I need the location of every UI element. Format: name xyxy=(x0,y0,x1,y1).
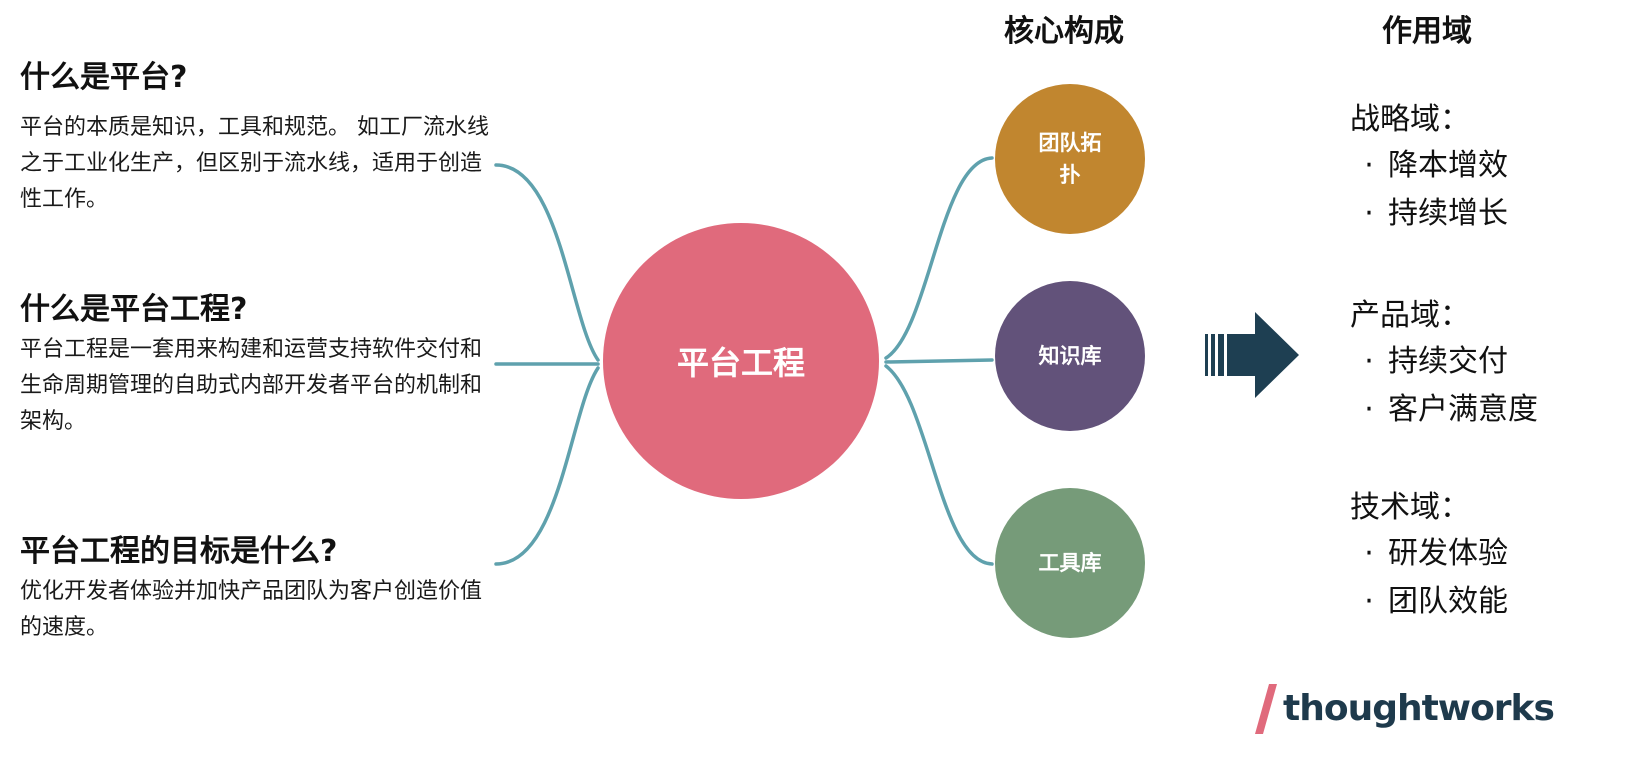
core-node-label: 知识库 xyxy=(1038,344,1102,368)
connector-right-top xyxy=(884,156,994,360)
scope-group-title: 技术域： xyxy=(1350,490,1470,525)
scope-item: · 客户满意度 xyxy=(1350,386,1635,434)
connector-right-middle xyxy=(884,358,994,364)
core-node-label: 团队拓扑 xyxy=(1038,131,1102,187)
bullet-icon: · xyxy=(1364,196,1374,231)
scope-group-technology: 技术域： · 研发体验 · 团队效能 xyxy=(1350,486,1635,626)
thoughtworks-logo: thoughtworks xyxy=(1255,680,1565,738)
bullet-icon: · xyxy=(1364,584,1374,619)
center-node-platform-engineering: 平台工程 xyxy=(603,223,879,499)
connector-left-top xyxy=(494,163,600,362)
core-node-knowledge-base: 知识库 xyxy=(995,281,1145,431)
core-node-team-topology: 团队拓扑 xyxy=(995,84,1145,234)
question-body: 平台的本质是知识，工具和规范。 如工厂流水线之于工业化生产，但区别于流水线，适用… xyxy=(20,115,489,212)
question-what-is-platform-engineering: 什么是平台工程? 平台工程是一套用来构建和运营支持软件交付和生命周期管理的自助式… xyxy=(20,290,500,440)
question-what-is-platform: 什么是平台? 平台的本质是知识，工具和规范。 如工厂流水线之于工业化生产，但区别… xyxy=(20,58,500,218)
scope-item: · 持续增长 xyxy=(1350,190,1635,238)
scope-group-title: 战略域： xyxy=(1350,102,1470,137)
core-components-header: 核心构成 xyxy=(1004,14,1124,49)
scope-item-label: 研发体验 xyxy=(1388,536,1508,571)
connector-left-bottom xyxy=(494,366,600,566)
core-node-tool-library: 工具库 xyxy=(995,488,1145,638)
bullet-icon: · xyxy=(1364,392,1374,427)
scope-item-label: 持续交付 xyxy=(1388,344,1508,379)
scope-item-label: 团队效能 xyxy=(1388,584,1508,619)
logo-text: thoughtworks xyxy=(1283,688,1555,729)
connector-right-bottom xyxy=(884,364,994,566)
scope-item: · 持续交付 xyxy=(1350,338,1635,386)
core-node-label: 工具库 xyxy=(1038,551,1102,575)
center-node-label: 平台工程 xyxy=(676,344,805,382)
scope-item: · 降本增效 xyxy=(1350,142,1635,190)
bullet-icon: · xyxy=(1364,536,1374,571)
question-body: 优化开发者体验并加快产品团队为客户创造价值的速度。 xyxy=(20,579,483,640)
scope-item-label: 降本增效 xyxy=(1388,148,1508,183)
logo-slash-icon xyxy=(1255,684,1277,734)
scope-group-strategy: 战略域： · 降本增效 · 持续增长 xyxy=(1350,98,1635,238)
question-title: 什么是平台? xyxy=(20,60,188,95)
scope-item: · 研发体验 xyxy=(1350,530,1635,578)
question-body: 平台工程是一套用来构建和运营支持软件交付和生命周期管理的自助式内部开发者平台的机… xyxy=(20,337,483,434)
bullet-icon: · xyxy=(1364,148,1374,183)
right-arrow-icon xyxy=(1205,312,1299,398)
scope-item-label: 客户满意度 xyxy=(1388,392,1538,427)
scope-group-product: 产品域： · 持续交付 · 客户满意度 xyxy=(1350,294,1635,434)
scope-item: · 团队效能 xyxy=(1350,578,1635,626)
bullet-icon: · xyxy=(1364,344,1374,379)
scope-item-label: 持续增长 xyxy=(1388,196,1508,231)
question-title: 什么是平台工程? xyxy=(20,292,248,327)
scope-header: 作用域 xyxy=(1382,14,1472,49)
question-platform-engineering-goal: 平台工程的目标是什么? 优化开发者体验并加快产品团队为客户创造价值的速度。 xyxy=(20,532,500,646)
scope-group-title: 产品域： xyxy=(1350,298,1470,333)
question-title: 平台工程的目标是什么? xyxy=(20,534,338,569)
